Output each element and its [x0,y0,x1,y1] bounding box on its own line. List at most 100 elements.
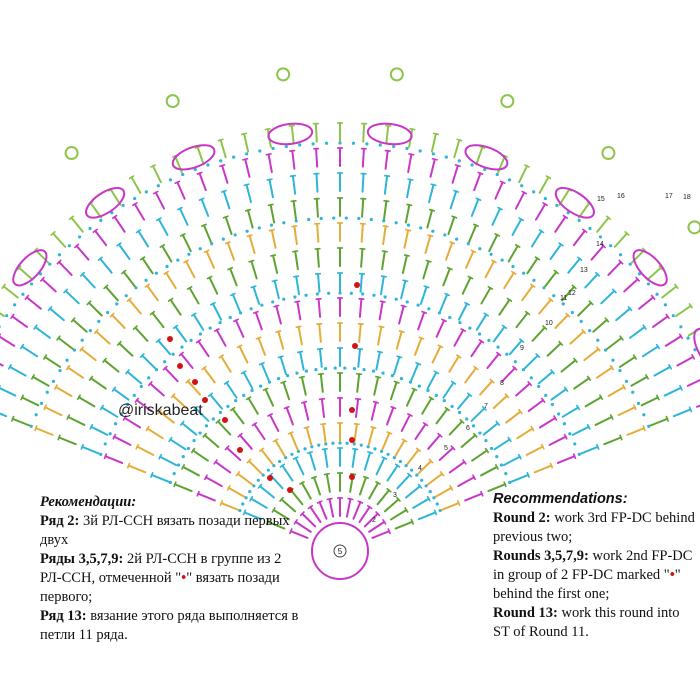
stitch-mark [203,434,220,448]
stitch-mark [133,203,146,221]
stitch-top [135,443,140,450]
stitch-mark [370,401,377,421]
stitch-mark [268,178,274,199]
stitch-mark [480,286,492,305]
stitch-mark [130,176,142,194]
scallop-mark [464,144,509,171]
chain-dot [405,146,409,151]
stitch-top [459,418,465,425]
stitch-top [126,462,131,469]
stitch-top [483,312,490,317]
chain-dot [193,167,197,172]
stitch-mark [291,149,296,170]
stitch-top [317,372,324,376]
chain-dot [219,159,223,163]
stitch-top [293,518,299,525]
chain-dot [67,244,71,248]
stitch-mark [414,423,427,441]
stitch-mark [0,387,17,397]
stitch-top [562,214,569,220]
stitch-mark [394,439,406,457]
stitch-mark [501,367,516,383]
stitch-mark [626,427,646,436]
chain-dot [478,431,482,435]
stitch-mark [274,439,286,457]
stitch-top [655,394,660,401]
stitch-mark [118,342,134,357]
stitch-mark [291,174,297,195]
chain-dot [352,366,357,371]
stitch-top [427,234,434,238]
stitch-mark [367,426,375,446]
stitch-mark [427,434,441,450]
stitch-top [495,420,501,427]
stitch-mark [465,250,475,269]
stitch-mark [103,359,120,373]
stitch-mark [77,396,96,408]
stitch-mark [505,410,522,424]
stitch-mark [383,200,388,220]
stitch-top [385,124,392,127]
chain-dot [455,237,459,241]
stitch-mark [403,229,410,249]
stitch-top [24,294,30,301]
stitch-mark [196,146,205,166]
chain-dot [478,247,482,251]
stitch-mark [473,172,482,192]
stitch-mark [57,337,74,350]
stitch-top [224,241,231,245]
stitch-mark [502,455,521,467]
stitch-mark [400,279,407,300]
stitch-top [292,456,299,461]
stitch-mark [269,413,280,432]
stitch-top [158,453,163,460]
stitch-mark [390,508,408,521]
chain-dot [655,292,659,296]
stitch-mark [641,345,659,358]
stitch-top [316,347,324,351]
round-number-label: 5 [444,445,448,452]
stitch-mark [394,520,414,530]
stitch-mark [361,197,365,218]
stitch-mark [521,284,534,302]
chain-dot [39,401,44,405]
ru-round-13-label: Ряд 13: [40,608,87,624]
picot-mark [276,67,291,82]
stitch-top [553,269,560,275]
stitch-mark [173,483,193,493]
chain-dot [206,163,210,167]
stitch-mark [174,325,188,343]
stitch-mark [58,436,77,446]
chain-dot [428,490,432,494]
stitch-mark [67,415,86,426]
chain-dot [168,178,173,182]
stitch-top [575,404,581,411]
chain-dot [99,218,103,223]
stitch-top [494,463,500,470]
stitch-top [381,518,387,525]
stitch-top [219,163,226,168]
stitch-mark [386,464,399,482]
stitch-top [224,445,230,451]
stitch-top [10,415,15,422]
chain-dot [443,233,447,237]
stitch-top [245,396,252,401]
stitch-mark [410,362,420,382]
stitch-mark [345,498,352,518]
stitch-mark [468,224,478,243]
stitch-mark [406,178,412,199]
stitch-mark [158,410,175,424]
stitch-top [433,509,438,516]
stitch-mark [279,355,287,376]
chain-dot [245,152,249,156]
stitch-mark [360,247,364,268]
chain-dot [416,303,420,307]
chain-dot [631,390,635,394]
stitch-mark [58,261,73,276]
stitch-mark [157,339,172,356]
stitch-mark [165,271,177,290]
chain-dot [154,271,158,275]
stitch-top [262,387,269,392]
stitch-top [277,355,284,359]
stitch-mark [220,502,240,511]
